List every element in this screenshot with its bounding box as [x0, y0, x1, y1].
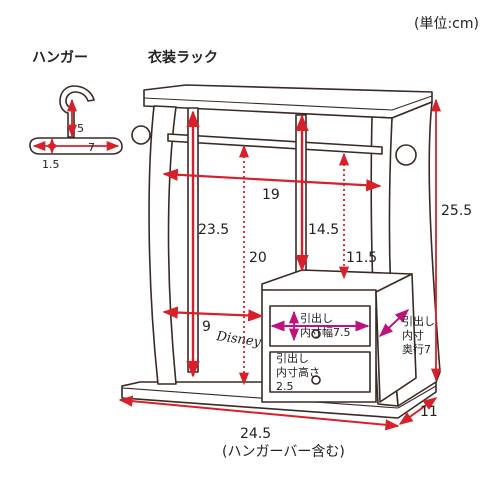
drawer-lower-knob — [311, 375, 321, 385]
rack-top-edge — [143, 97, 393, 111]
drawer-unit-side — [375, 273, 417, 403]
total-width-label: 24.5 — [240, 426, 271, 442]
hanger-title: ハンガー — [32, 50, 88, 66]
rack-left-leg — [148, 105, 177, 385]
disney-logo: Disney — [214, 329, 262, 350]
drawer-height-text-3: 2.5 — [276, 380, 294, 393]
drawer-depth-text-2: 内寸 — [402, 328, 424, 342]
center-height-label: 14.5 — [308, 222, 339, 238]
drawer-height-text-1: 引出し — [276, 351, 309, 365]
drawer-depth-arrow — [378, 309, 410, 337]
rack-left-knob — [131, 125, 151, 145]
drawer-lower — [269, 351, 371, 393]
rack-right-knob — [395, 144, 417, 166]
rack-top-edge-right — [391, 95, 433, 111]
rod-height-label: 20 — [249, 250, 267, 266]
inner-width-label: 19 — [262, 187, 280, 203]
left-height-label: 23.5 — [198, 222, 229, 238]
rack-hanger-rod — [167, 133, 383, 155]
total-width-note: (ハンガーバー含む) — [222, 444, 345, 460]
unit-note: (単位:cm) — [414, 16, 479, 32]
drawer-width-text-1: 引出し — [300, 311, 333, 325]
side-width-arrow — [162, 306, 264, 322]
total-height-label: 25.5 — [441, 203, 472, 219]
total-width-arrow — [118, 395, 400, 431]
hanger-thickness-label: 1.5 — [42, 158, 60, 171]
depth-arrow — [398, 397, 438, 425]
depth-label: 11 — [420, 404, 438, 420]
hanger-figure: ハンガー 5 7 1.5 — [29, 50, 123, 171]
rack-figure: 衣装ラック Disney — [118, 49, 472, 460]
hanger-width-label: 7 — [88, 141, 95, 154]
drawer-depth-text-1: 引出し — [402, 314, 435, 328]
drawer-height-text-2: 内寸高さ — [276, 365, 320, 379]
side-height-label: 11.5 — [346, 250, 377, 266]
drawer-width-text-2: 内寸幅7.5 — [300, 325, 351, 339]
hanger-height-label: 5 — [77, 122, 84, 135]
side-width-label: 9 — [202, 319, 211, 335]
drawer-depth-text-3: 奥行7 — [402, 342, 431, 356]
rack-title: 衣装ラック — [148, 49, 218, 66]
